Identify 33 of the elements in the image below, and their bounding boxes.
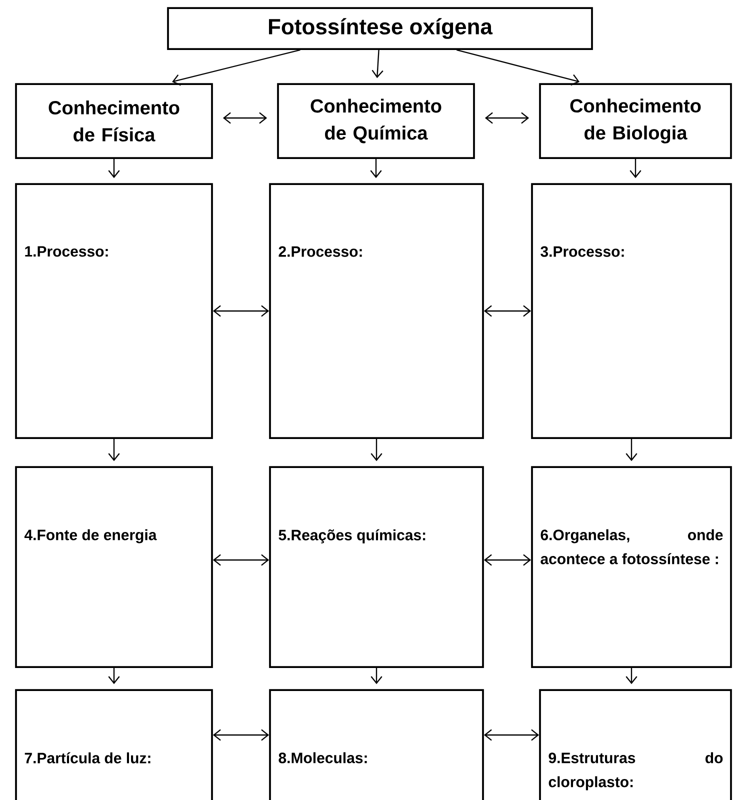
arrow [370,668,382,684]
arrow [630,158,642,178]
topic-box: 1.Processo: [15,183,213,439]
topic-box: 2.Processo: [269,183,484,439]
topic-box: 9.Estruturas do cloroplasto: [539,689,732,800]
arrow [484,554,532,566]
topic-box: 6.Organelas, onde acontece a fotossíntese : [531,466,732,668]
arrow [370,158,382,178]
arrow [626,438,638,462]
arrow [370,438,382,462]
topic-box: 7.Partícula de luz: [15,689,213,800]
arrow [212,305,270,317]
arrow [108,158,120,178]
arrow [484,112,530,124]
topic-box: 4.Fonte de energia [15,466,213,668]
title-box: Fotossíntese oxígena [167,7,593,50]
arrow [626,668,638,684]
subject-box: Conhecimento de Química [277,83,475,159]
arrow [108,668,120,684]
arrow [172,49,300,86]
subject-box: Conhecimento de Física [15,83,213,159]
topic-box: 8.Moleculas: [269,689,484,800]
arrow [222,112,268,124]
arrow [484,729,540,741]
topic-box: 3.Processo: [531,183,732,439]
arrow [372,50,384,78]
arrow [212,554,270,566]
subject-box: Conhecimento de Biologia [539,83,732,159]
topic-box: 5.Reações químicas: [269,466,484,668]
arrow [108,438,120,462]
arrow [212,729,270,741]
arrow [456,49,580,86]
arrow [484,305,532,317]
